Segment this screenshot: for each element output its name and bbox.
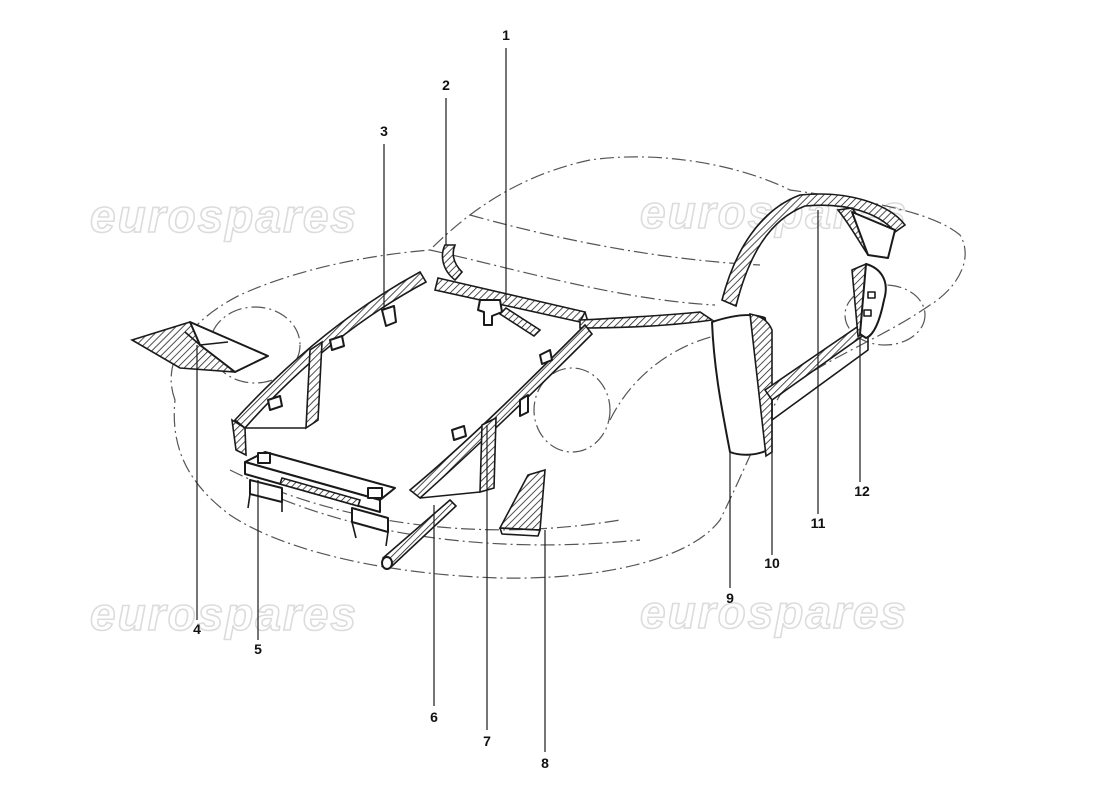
part-4-nose-panel — [130, 321, 269, 373]
part-2-scuttle-panel — [441, 244, 715, 329]
callout-2: 2 — [442, 77, 450, 93]
callout-8: 8 — [541, 755, 549, 771]
part-8-bracket — [498, 468, 546, 537]
watermark-top-left: eurospares — [90, 190, 358, 242]
part-11-door-frame — [721, 193, 907, 308]
part-5-front-cross-member — [244, 451, 396, 547]
callout-1: 1 — [502, 27, 510, 43]
watermark-group: eurospares eurospares eurospares eurospa… — [89, 185, 908, 641]
callout-12: 12 — [854, 483, 870, 499]
part-7-inner-wing-rail-right — [408, 323, 594, 500]
callout-6: 6 — [430, 709, 438, 725]
callout-4: 4 — [193, 621, 201, 637]
callout-9: 9 — [726, 590, 734, 606]
part-6-chassis-leg — [381, 498, 458, 570]
callout-11: 11 — [811, 515, 826, 531]
callout-7: 7 — [483, 733, 491, 749]
part-1-cross-member — [434, 277, 589, 338]
watermark-bottom-right: eurospares — [640, 586, 908, 638]
part-9-outer-panel — [711, 313, 773, 458]
callout-3: 3 — [380, 123, 388, 139]
callout-labels: 1 2 3 4 5 6 7 8 9 10 11 12 — [193, 27, 870, 771]
callout-5: 5 — [254, 641, 262, 657]
part-3-inner-wing-panel-left — [230, 340, 323, 457]
watermark-bottom-left: eurospares — [90, 588, 358, 640]
leader-lines — [196, 48, 861, 752]
part-10-sill — [763, 323, 870, 421]
part-3-inner-wing-rail-left — [233, 270, 428, 430]
part-12-wheel-arch — [851, 262, 887, 339]
callout-10: 10 — [764, 555, 780, 571]
